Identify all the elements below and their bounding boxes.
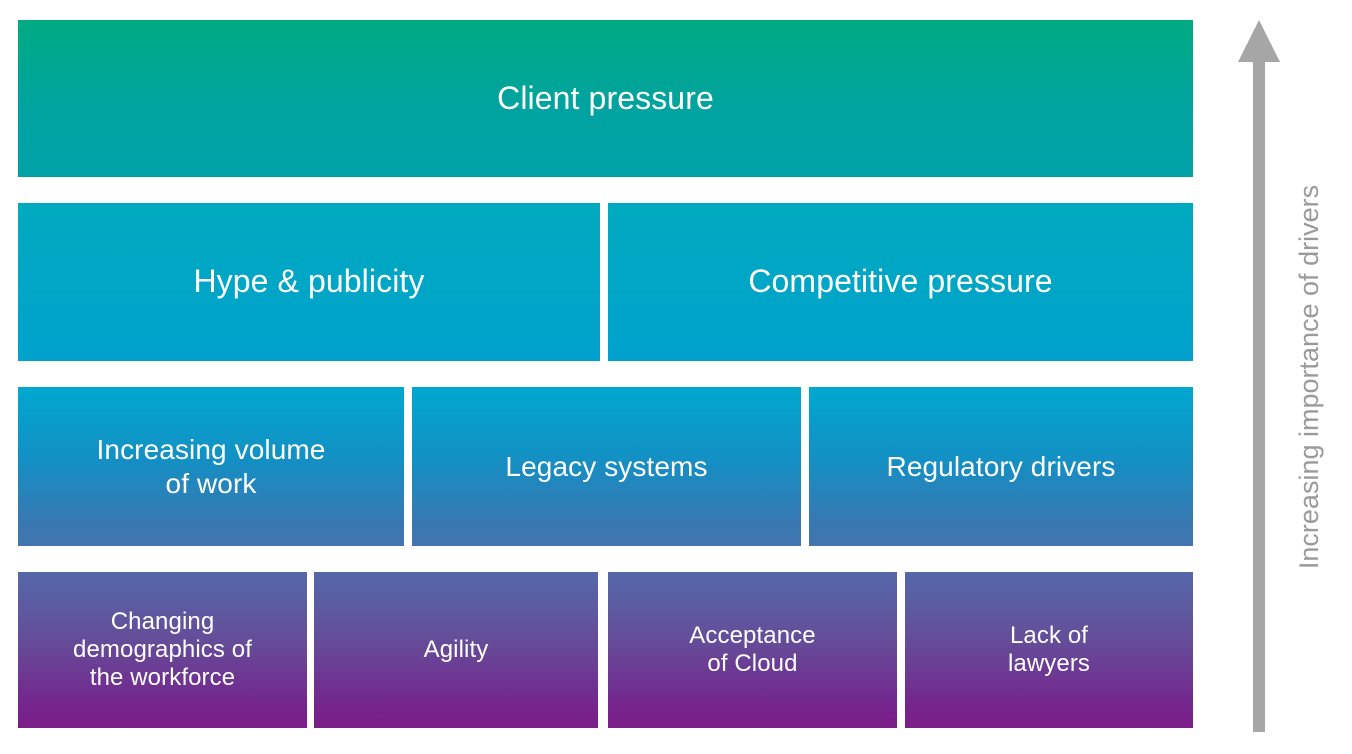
tile-gap xyxy=(404,387,412,546)
importance-axis xyxy=(1236,18,1282,732)
driver-tile-regulatory-drivers[interactable]: Regulatory drivers xyxy=(809,387,1193,546)
driver-tile-client-pressure[interactable]: Client pressure xyxy=(18,20,1193,177)
tile-gap xyxy=(801,387,809,546)
tile-gap xyxy=(598,572,608,728)
tile-gap xyxy=(897,572,905,728)
driver-tile-competitive-pressure[interactable]: Competitive pressure xyxy=(608,203,1193,361)
tier-row-1: Client pressure xyxy=(18,20,1193,177)
driver-tile-legacy-systems[interactable]: Legacy systems xyxy=(412,387,801,546)
tier-row-2: Hype & publicity Competitive pressure xyxy=(18,203,1193,361)
tile-gap xyxy=(600,203,608,361)
driver-tile-agility[interactable]: Agility xyxy=(314,572,598,728)
tile-gap xyxy=(307,572,314,728)
up-arrow-icon xyxy=(1238,20,1280,732)
importance-axis-label: Increasing importance of drivers xyxy=(1293,184,1324,570)
driver-tile-hype-and-publicity[interactable]: Hype & publicity xyxy=(18,203,600,361)
